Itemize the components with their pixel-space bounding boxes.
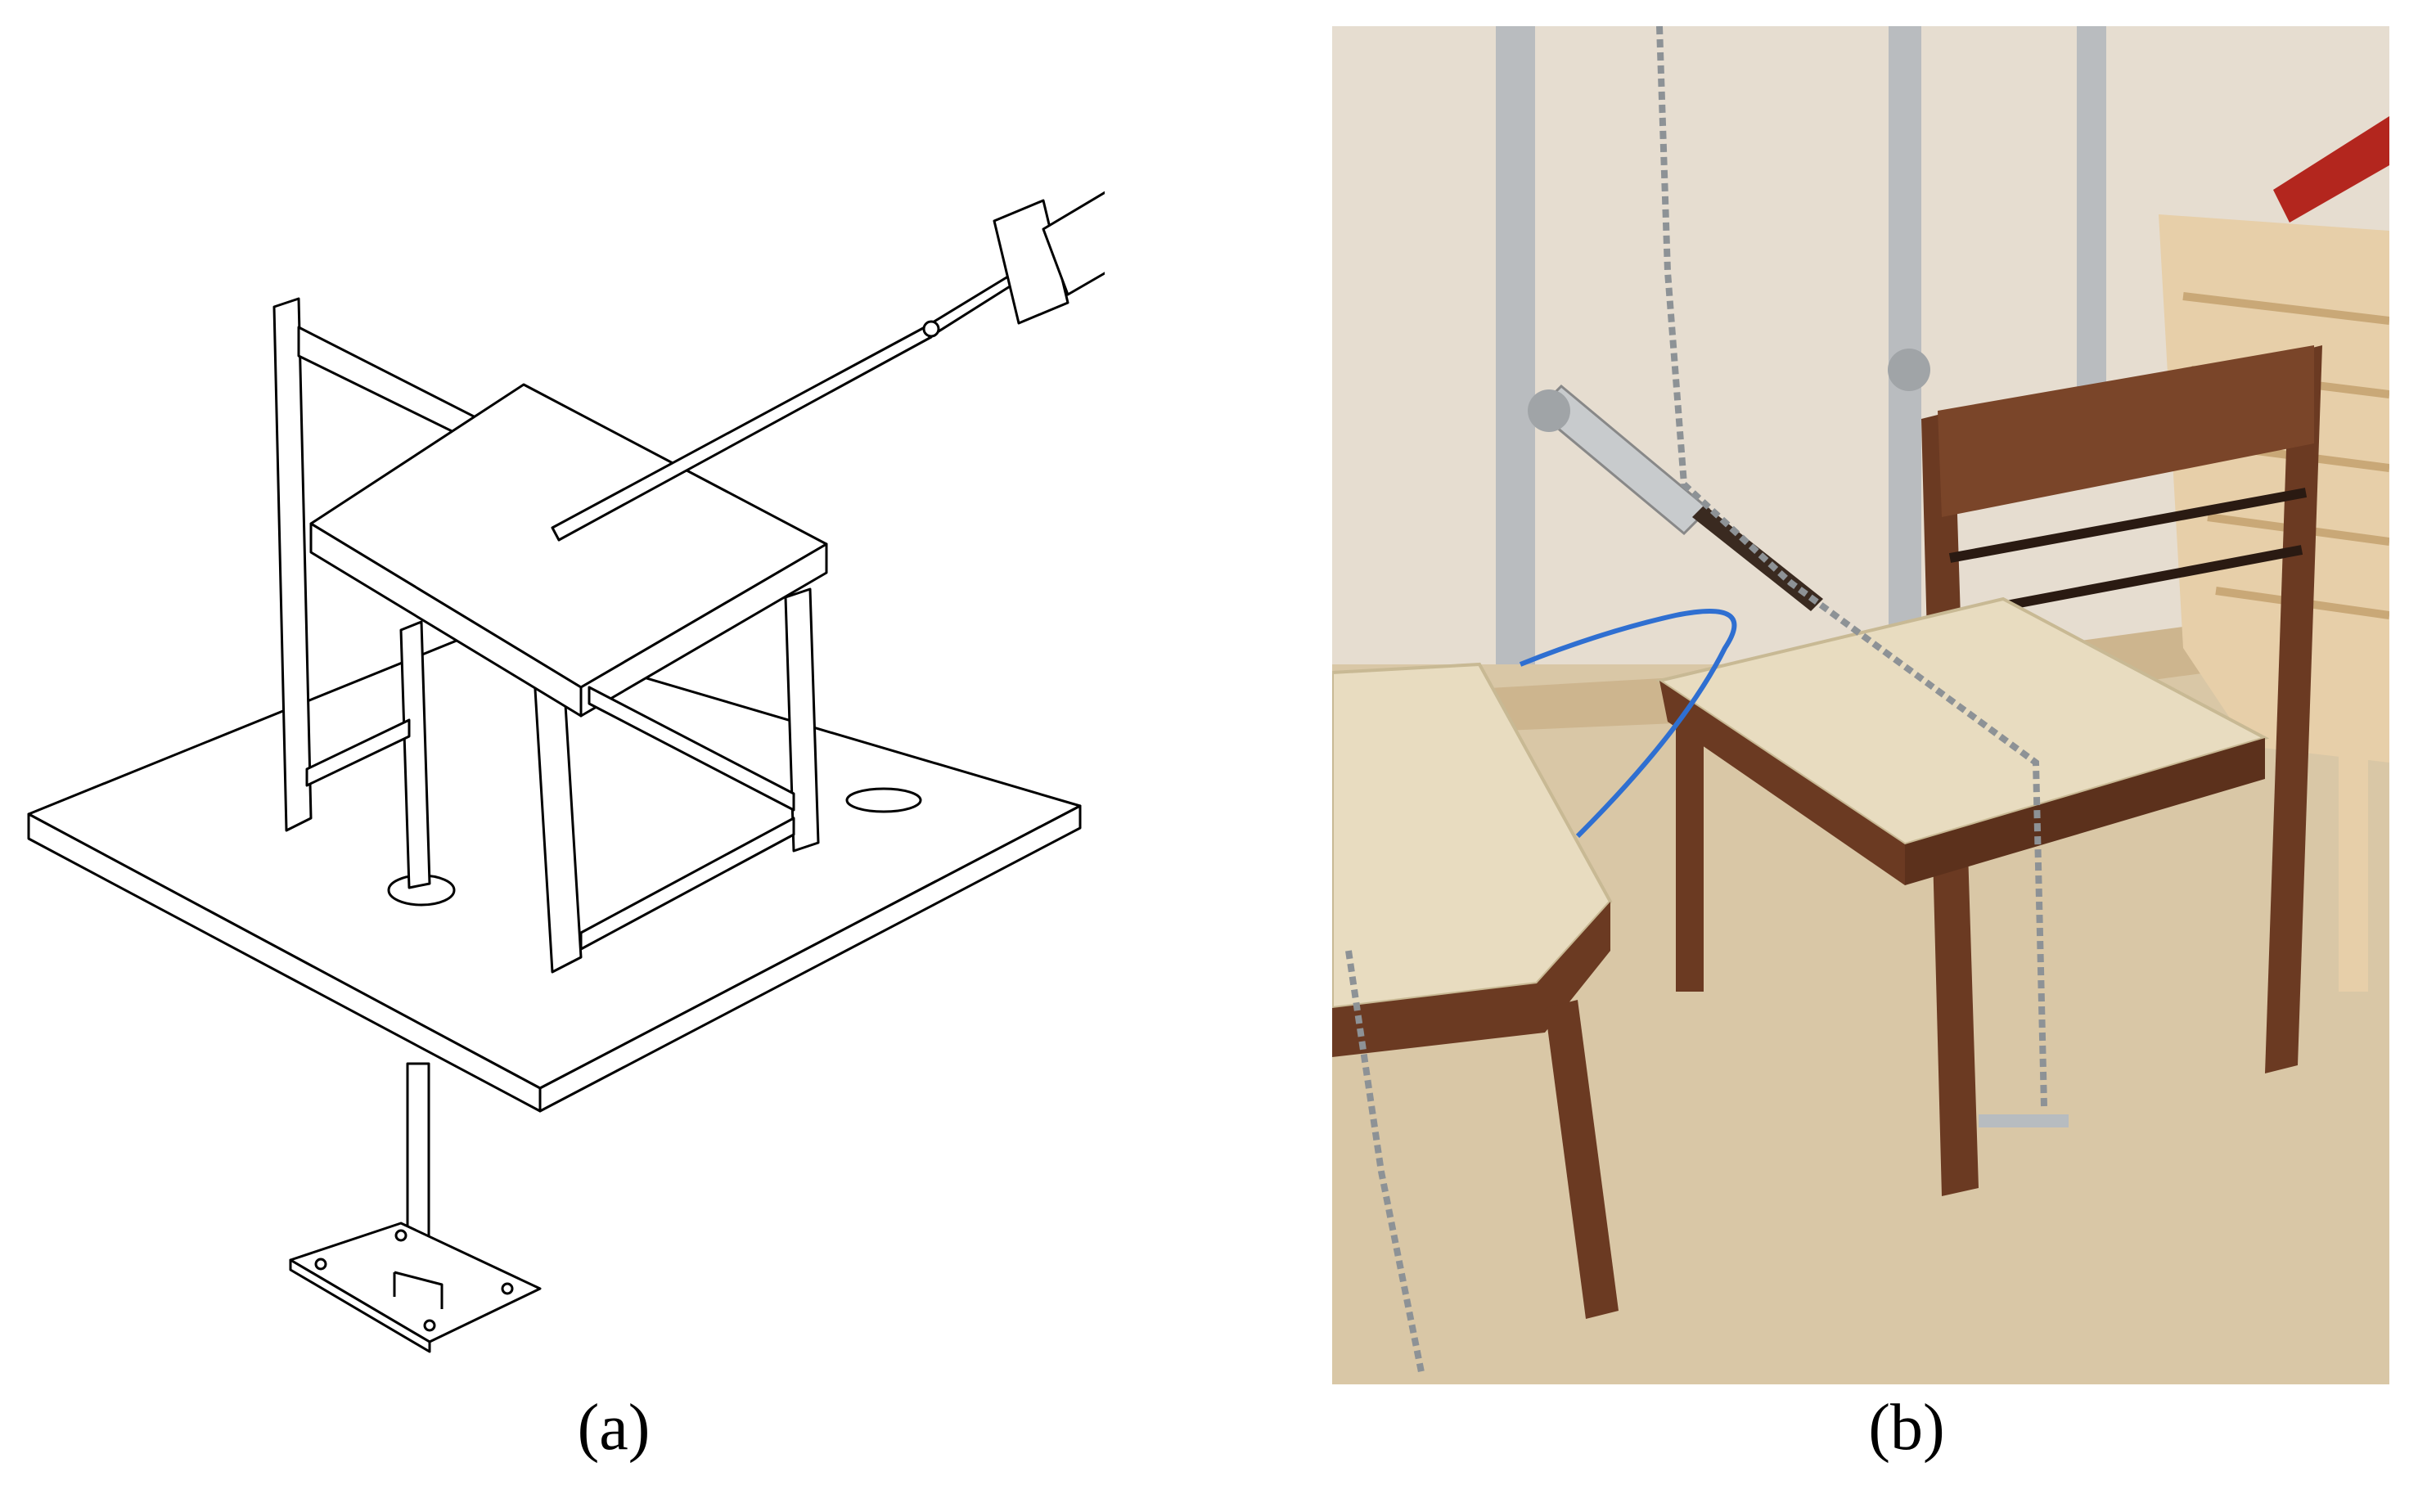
chair-stretcher: [305, 718, 411, 787]
platform-side-edge: [538, 804, 1082, 1113]
bolt-hole: [501, 1282, 514, 1295]
background-chair-leg: [2339, 746, 2368, 992]
test-chair-front-leg: [1676, 713, 1704, 992]
chair-front-leg: [399, 620, 431, 889]
floor-anchor: [1979, 1114, 2069, 1127]
clamp-bracket: [393, 1271, 444, 1309]
bolt-hole: [423, 1319, 436, 1332]
foreground-chair-leg: [1545, 1000, 1619, 1319]
schematic-drawing-panel: [16, 33, 1105, 1375]
chair-front-leg: [784, 587, 820, 853]
test-chair-seat-frame: [1905, 738, 2265, 885]
chair-test-rig-drawing: [27, 191, 1105, 1353]
chair-seat-side: [579, 542, 828, 718]
rod-joint: [922, 320, 940, 338]
cylinder-clamp: [1888, 349, 1930, 391]
foreground-chain: [1345, 950, 1425, 1377]
chair-stretcher: [579, 817, 795, 951]
pneumatic-cylinder: [1042, 191, 1105, 296]
floor-plate-edge: [289, 1258, 431, 1353]
panel-b-caption: (b): [1868, 1392, 1945, 1464]
test-setup-photograph: [1332, 26, 2389, 1384]
background-chair-back: [2159, 214, 2389, 763]
bolt-hole: [314, 1258, 327, 1271]
test-chair-top-rail: [1938, 345, 2314, 517]
vertical-pipe: [2077, 26, 2106, 452]
photograph-panel: [1332, 26, 2389, 1384]
chair-stretcher: [588, 686, 795, 812]
bolt-hole: [394, 1229, 408, 1242]
foreground-chair-frame: [1332, 902, 1610, 1057]
test-chair-back-post: [2265, 345, 2322, 1073]
vertical-pipe: [1889, 26, 1921, 648]
test-chair-seat-frame: [1659, 681, 1905, 885]
red-bar: [2273, 116, 2389, 223]
platform-slot: [845, 787, 922, 813]
chair-back-left-post: [272, 297, 313, 832]
cylinder-clamp: [1528, 389, 1570, 432]
blue-cable: [1519, 609, 1737, 839]
vertical-pipe: [1496, 26, 1535, 664]
panel-a-caption: (a): [577, 1392, 651, 1464]
restraint-chain: [1656, 26, 2047, 1107]
